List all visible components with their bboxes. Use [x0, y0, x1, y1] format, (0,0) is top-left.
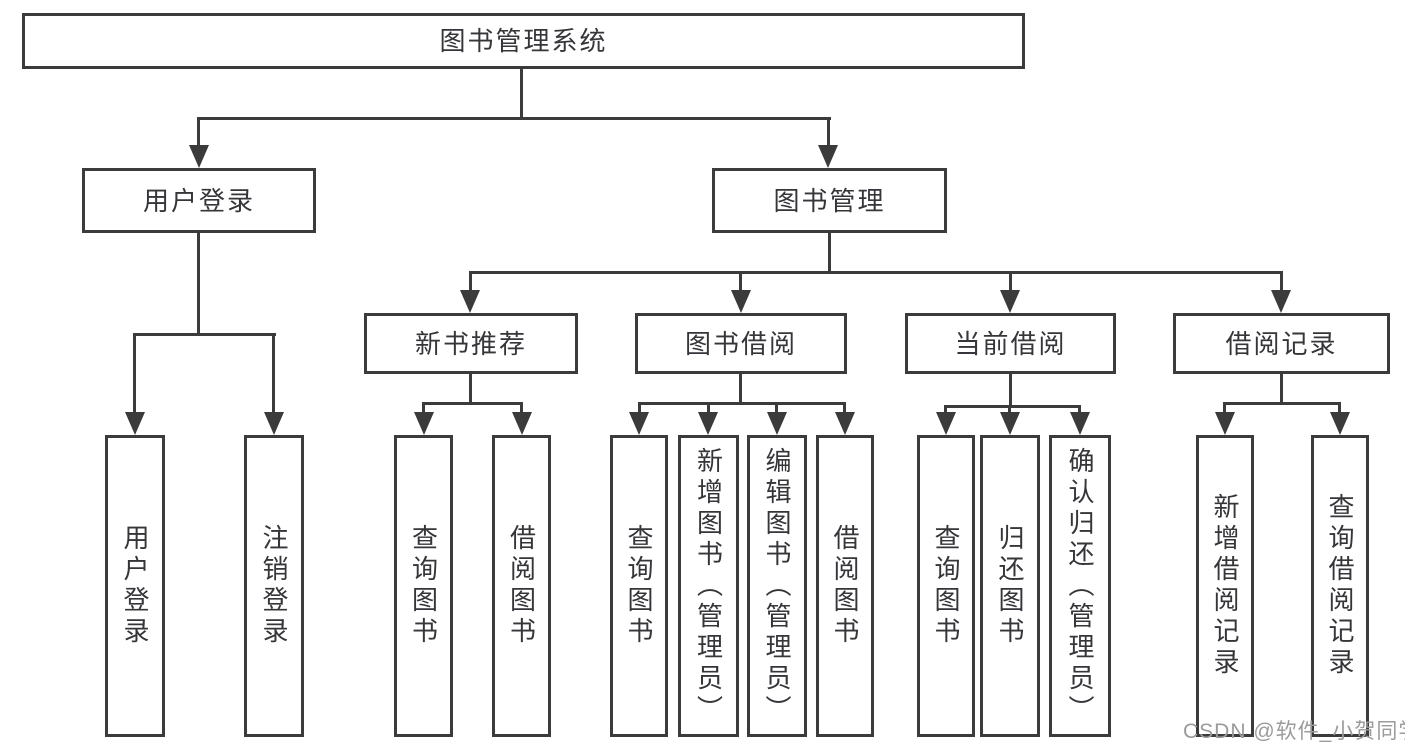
- arrow-down-icon: [1215, 412, 1235, 435]
- arrow-down-icon: [460, 290, 480, 313]
- connector-root-stub: [520, 69, 523, 118]
- arrow-down-icon: [731, 290, 751, 313]
- connector-drop: [944, 405, 947, 414]
- connector-level3-bar: [469, 271, 1283, 274]
- connector-drop: [422, 402, 425, 414]
- arrow-down-icon: [512, 412, 532, 435]
- arrow-down-icon: [1070, 412, 1090, 435]
- connector-drop: [520, 402, 523, 414]
- node-current-borrow: 当前借阅: [905, 313, 1116, 374]
- connector-book-borrow-bar: [638, 402, 846, 405]
- leaf-label: 新增借阅记录: [1210, 493, 1240, 679]
- arrow-down-icon: [835, 412, 855, 435]
- connector-drop: [638, 402, 641, 414]
- leaf-query-books: 查询图书: [917, 435, 975, 737]
- leaf-label: 查询图书: [624, 524, 654, 648]
- connector-drop-leaf-logout: [272, 333, 275, 414]
- connector-drop: [1223, 402, 1226, 414]
- leaf-label: 借阅图书: [830, 524, 860, 648]
- node-label: 图书管理系统: [439, 26, 608, 56]
- leaf-borrow-books: 借阅图书: [492, 435, 551, 737]
- node-label: 用户登录: [142, 185, 255, 216]
- leaf-add-borrow-record: 新增借阅记录: [1196, 435, 1254, 737]
- connector-drop: [1008, 405, 1011, 414]
- connector-drop-user-login: [197, 117, 200, 147]
- connector-drop-leaf-user-login: [133, 333, 136, 414]
- leaf-query-books: 查询图书: [394, 435, 453, 737]
- connector-user-login-bar: [133, 333, 276, 336]
- connector-user-login-stub: [197, 233, 200, 334]
- arrow-down-icon: [818, 145, 838, 168]
- connector-drop-current-borrow: [1009, 271, 1012, 292]
- connector-current-borrow-bar: [945, 405, 1081, 408]
- arrow-down-icon: [1271, 290, 1291, 313]
- arrow-down-icon: [125, 412, 145, 435]
- connector-drop: [843, 402, 846, 414]
- leaf-label: 编辑图书（管理员）: [762, 446, 792, 726]
- leaf-return-book: 归还图书: [980, 435, 1040, 737]
- leaf-label: 新增图书（管理员）: [693, 446, 724, 726]
- connector-drop-borrow-records: [1280, 271, 1283, 292]
- leaf-label: 归还图书: [995, 524, 1025, 648]
- arrow-down-icon: [1000, 290, 1020, 313]
- leaf-label: 注销登录: [259, 524, 289, 648]
- connector-book-borrow-stub: [739, 374, 742, 404]
- node-label: 借阅记录: [1225, 328, 1338, 359]
- node-label: 图书借阅: [684, 328, 797, 359]
- arrow-down-icon: [767, 412, 787, 435]
- connector-borrow-records-bar: [1224, 402, 1341, 405]
- connector-current-borrow-stub: [1009, 374, 1012, 408]
- leaf-label: 确认归还（管理员）: [1065, 446, 1095, 726]
- arrow-down-icon: [414, 412, 434, 435]
- connector-drop-book-borrow: [739, 271, 742, 292]
- leaf-borrow-books: 借阅图书: [816, 435, 874, 737]
- connector-level1-bar: [198, 117, 831, 120]
- arrow-down-icon: [629, 412, 649, 435]
- node-user-login: 用户登录: [82, 168, 316, 233]
- node-label: 新书推荐: [414, 328, 527, 359]
- connector-drop: [1338, 402, 1341, 414]
- leaf-label: 查询借阅记录: [1325, 493, 1355, 679]
- node-book-management: 图书管理: [712, 168, 947, 233]
- arrow-down-icon: [189, 145, 209, 168]
- connector-book-management-stub: [828, 233, 831, 273]
- connector-new-book-bar: [423, 402, 522, 405]
- connector-drop: [775, 402, 778, 414]
- leaf-user-login: 用户登录: [105, 435, 165, 737]
- arrow-down-icon: [698, 412, 718, 435]
- leaf-confirm-return-admin: 确认归还（管理员）: [1049, 435, 1111, 737]
- connector-drop-new-book: [469, 271, 472, 292]
- node-borrow-records: 借阅记录: [1173, 313, 1390, 374]
- leaf-query-books: 查询图书: [610, 435, 668, 737]
- node-label: 图书管理: [773, 185, 886, 216]
- leaf-label: 用户登录: [120, 524, 150, 648]
- arrow-down-icon: [1330, 412, 1350, 435]
- leaf-logout-login: 注销登录: [244, 435, 304, 737]
- arrow-down-icon: [264, 412, 284, 435]
- leaf-label: 查询图书: [931, 524, 961, 648]
- leaf-query-borrow-record: 查询借阅记录: [1311, 435, 1369, 737]
- leaf-label: 借阅图书: [506, 524, 537, 648]
- node-book-borrow: 图书借阅: [635, 313, 847, 374]
- watermark: CSDN @软件_小贺同学: [1183, 720, 1405, 743]
- arrow-down-icon: [1000, 412, 1020, 435]
- leaf-edit-book-admin: 编辑图书（管理员）: [747, 435, 807, 737]
- connector-borrow-records-stub: [1280, 374, 1283, 404]
- connector-drop-book-management: [827, 117, 830, 147]
- connector-drop: [1078, 405, 1081, 414]
- connector-drop: [707, 402, 710, 414]
- node-library-management-system: 图书管理系统: [22, 13, 1025, 69]
- node-new-book-recommend: 新书推荐: [364, 313, 578, 374]
- arrow-down-icon: [936, 412, 956, 435]
- leaf-add-book-admin: 新增图书（管理员）: [678, 435, 739, 737]
- connector-new-book-stub: [469, 374, 472, 404]
- leaf-label: 查询图书: [408, 524, 439, 648]
- node-label: 当前借阅: [954, 328, 1067, 359]
